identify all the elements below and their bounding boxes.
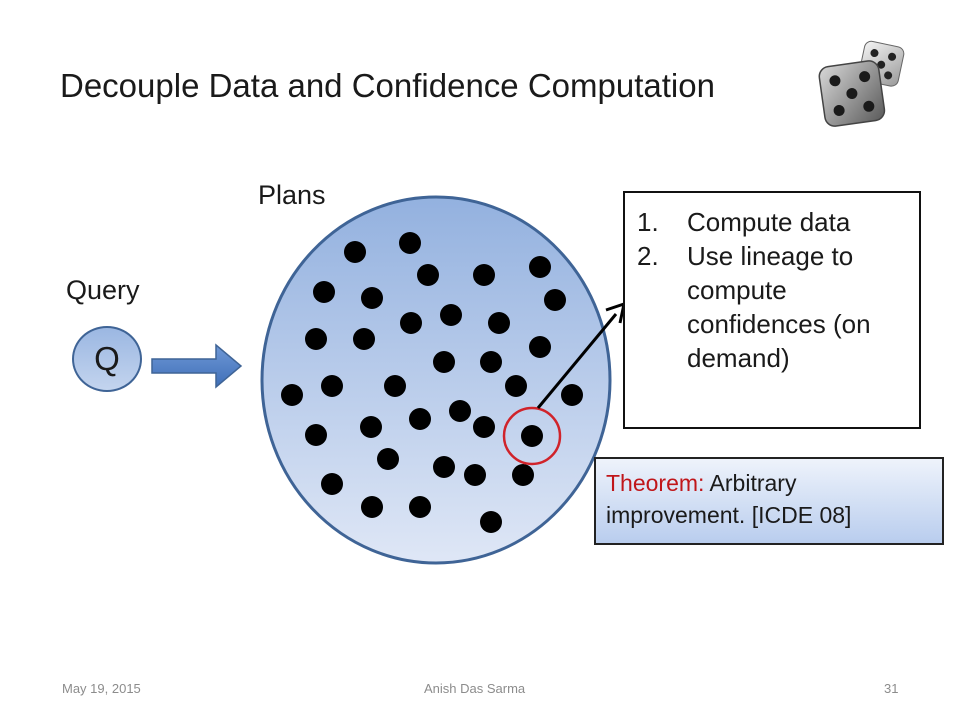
- slide-title: Decouple Data and Confidence Computation: [60, 67, 715, 104]
- plan-dot: [480, 511, 502, 533]
- plan-dot: [384, 375, 406, 397]
- plan-dot: [321, 473, 343, 495]
- plan-dot: [488, 312, 510, 334]
- plan-dot: [305, 424, 327, 446]
- plan-dot: [433, 456, 455, 478]
- plan-dot: [400, 312, 422, 334]
- step-item: 1. Compute data: [637, 205, 909, 239]
- plan-dot: [360, 416, 382, 438]
- plan-dot: [281, 384, 303, 406]
- plans-label: Plans: [258, 180, 326, 210]
- plan-dot: [399, 232, 421, 254]
- step-text: Use lineage to compute confidences (on d…: [687, 241, 871, 373]
- page-number: 31: [884, 681, 899, 696]
- plan-dot: [353, 328, 375, 350]
- plan-dot: [417, 264, 439, 286]
- plan-dot: [480, 351, 502, 373]
- plan-dot: [313, 281, 335, 303]
- query-node: Q: [72, 326, 142, 392]
- selected-plan-highlight: [502, 406, 562, 466]
- plan-dot: [544, 289, 566, 311]
- step-item: 2. Use lineage to compute confidences (o…: [637, 239, 909, 375]
- plan-dot: [321, 375, 343, 397]
- dice-icon: [818, 40, 905, 127]
- plan-dot: [409, 496, 431, 518]
- plan-dot: [449, 400, 471, 422]
- plan-dot: [473, 264, 495, 286]
- plan-dot: [464, 464, 486, 486]
- step-text: Compute data: [687, 207, 851, 237]
- plan-dot: [344, 241, 366, 263]
- plan-dot: [409, 408, 431, 430]
- plan-dot: [473, 416, 495, 438]
- theorem-text: Arbitrary improvement. [ICDE 08]: [606, 470, 852, 528]
- footer-author: Anish Das Sarma: [424, 681, 526, 696]
- plan-dot: [377, 448, 399, 470]
- footer-date: May 19, 2015: [62, 681, 141, 696]
- plan-dot: [361, 287, 383, 309]
- plan-dot: [505, 375, 527, 397]
- query-label: Query: [66, 275, 140, 305]
- steps-box: 1. Compute data 2. Use lineage to comput…: [623, 191, 921, 429]
- plan-dot: [512, 464, 534, 486]
- theorem-box: Theorem: Arbitrary improvement. [ICDE 08…: [594, 457, 944, 545]
- query-to-plans-arrow: [151, 343, 243, 389]
- step-number: 1.: [637, 207, 659, 237]
- steps-list: 1. Compute data 2. Use lineage to comput…: [637, 205, 909, 375]
- plan-dot: [305, 328, 327, 350]
- plan-dot: [433, 351, 455, 373]
- plan-dot: [529, 256, 551, 278]
- plans-circle: [260, 195, 612, 565]
- plan-dot: [440, 304, 462, 326]
- theorem-label: Theorem:: [606, 470, 705, 496]
- step-number: 2.: [637, 241, 659, 271]
- plan-dot: [361, 496, 383, 518]
- plan-dot: [561, 384, 583, 406]
- plan-dot: [521, 425, 543, 447]
- lineage-arrow: [536, 313, 618, 409]
- plan-dots: [281, 232, 583, 533]
- plan-dot: [529, 336, 551, 358]
